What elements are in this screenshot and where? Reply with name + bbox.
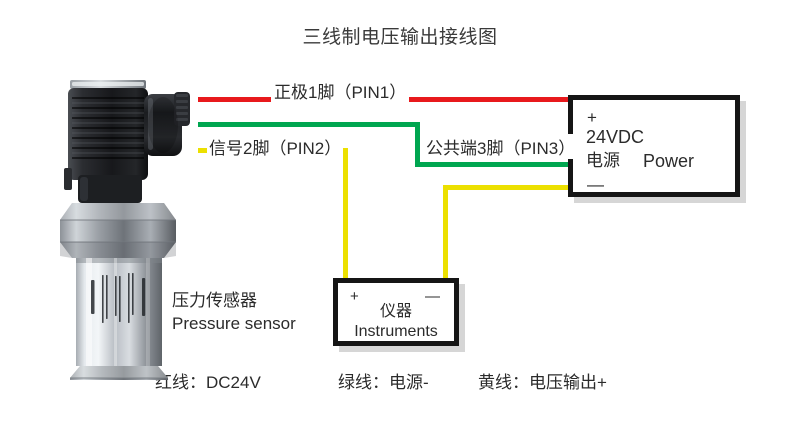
- sensor-label-en: Pressure sensor: [172, 314, 296, 333]
- green-wire-segment-2: [415, 122, 420, 167]
- pin3-label: 公共端3脚（PIN3）: [424, 134, 578, 159]
- instrument-box: + — 仪器 Instruments: [333, 278, 459, 346]
- sensor-label-cn: 压力传感器: [172, 291, 257, 310]
- power-supply-box: + 24VDC 电源 Power —: [568, 95, 740, 197]
- instrument-label-cn: 仪器: [379, 303, 412, 320]
- power-minus-terminal: —: [587, 175, 604, 194]
- instrument-label-en: Instruments: [354, 323, 438, 340]
- page-title: 三线制电压输出接线图: [302, 27, 498, 48]
- power-label-en: Power: [643, 151, 695, 171]
- pin2-label: 信号2脚（PIN2）: [207, 134, 344, 159]
- yellow-wire-segment-2: [343, 148, 348, 284]
- power-label-cn: 电源: [586, 151, 620, 170]
- pressure-sensor-image: [60, 80, 190, 380]
- yellow-wire-segment-4: [443, 185, 572, 190]
- legend-red-wire: 红线：DC24V: [155, 373, 261, 392]
- power-plus-terminal: +: [587, 108, 597, 127]
- legend-yellow-wire: 黄线：电压输出+: [478, 373, 607, 392]
- green-wire-segment-1: [198, 122, 420, 127]
- instrument-minus-terminal: —: [425, 288, 440, 305]
- instrument-plus-terminal: +: [350, 288, 359, 305]
- legend-green-wire: 绿线：电源-: [338, 373, 429, 392]
- green-wire-segment-3: [415, 162, 572, 167]
- sensor-caption: 压力传感器 Pressure sensor: [172, 290, 296, 336]
- power-voltage-label: 24VDC: [586, 127, 645, 147]
- pin1-label: 正极1脚（PIN1）: [271, 78, 410, 103]
- yellow-wire-segment-3: [443, 185, 448, 284]
